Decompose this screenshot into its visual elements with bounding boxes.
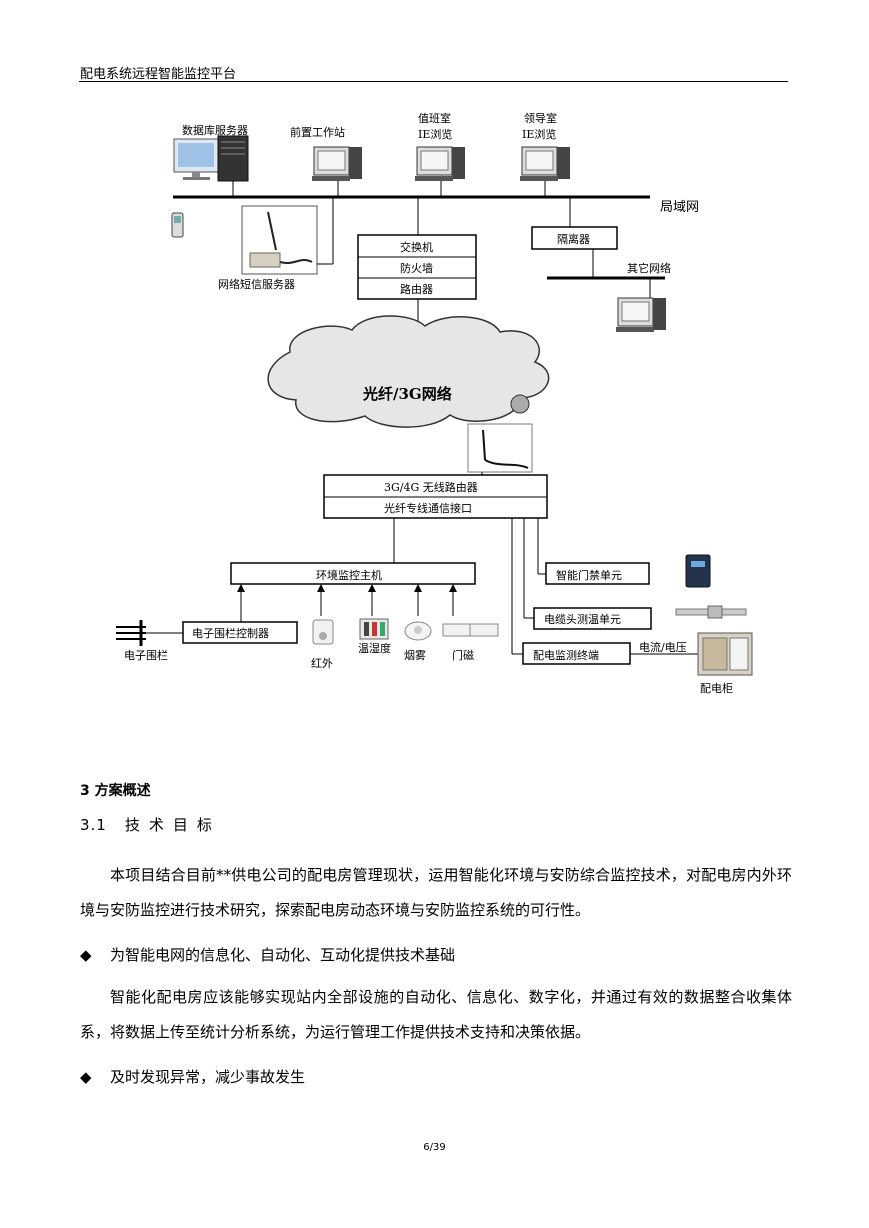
label-infrared: 红外 <box>311 657 333 670</box>
label-fence: 电子围栏 <box>124 648 168 662</box>
label-isolator: 隔离器 <box>557 232 590 246</box>
label-duty-room: 值班室 <box>418 111 451 125</box>
label-duty-ie: IE浏览 <box>418 127 452 141</box>
label-wireless-router: 3G/4G 无线路由器 <box>384 480 478 494</box>
section-3-1-num: 3.1 <box>80 816 107 834</box>
duty-pc-icon <box>415 146 465 181</box>
bullet-1: ◆ 为智能电网的信息化、自动化、互动化提供技术基础 <box>80 944 455 965</box>
cabinet-icon <box>697 632 753 676</box>
bullet-2-text: 及时发现异常，减少事故发生 <box>110 1068 306 1086</box>
smoke-icon <box>404 621 432 641</box>
cloud-shape <box>267 315 550 428</box>
header-rule <box>79 81 788 82</box>
label-cloud: 光纤/3G网络 <box>362 385 452 403</box>
label-cable-temp: 电缆头测温单元 <box>544 613 621 626</box>
label-smoke: 烟雾 <box>404 648 426 662</box>
door-mag-icon <box>442 623 499 637</box>
antenna-icon <box>467 423 533 473</box>
network-diagram: 局域网 数据库服务器 前置工作站 值班室 IE浏览 领导室 IE浏览 <box>116 111 753 695</box>
label-leader-room: 领导室 <box>524 111 557 125</box>
label-current-voltage: 电流/电压 <box>639 640 687 654</box>
label-lan: 局域网 <box>660 200 699 215</box>
section-3-title: 方案概述 <box>94 783 151 799</box>
switch-box <box>357 234 477 300</box>
label-switch: 交换机 <box>400 240 433 254</box>
label-temp-hum: 温湿度 <box>358 641 391 655</box>
label-firewall: 防火墙 <box>400 261 433 275</box>
infrared-icon <box>312 619 334 645</box>
label-db-server: 数据库服务器 <box>182 123 248 137</box>
label-cabinet: 配电柜 <box>700 682 733 695</box>
phone-icon <box>171 212 184 238</box>
bullet-1-text: 为智能电网的信息化、自动化、互动化提供技术基础 <box>110 946 456 964</box>
leader-pc-icon <box>520 146 570 181</box>
cable-sensor-icon <box>675 605 747 619</box>
label-fence-ctrl: 电子围栏控制器 <box>192 626 269 640</box>
section-3-heading: 3 方案概述 <box>80 780 151 800</box>
section-3-num: 3 <box>80 783 90 799</box>
other-pc-icon <box>616 297 666 332</box>
label-fiber-iface: 光纤专线通信接口 <box>384 501 472 515</box>
sms-server-icon <box>241 205 318 275</box>
section-3-1-title: 技术目标 <box>124 816 221 834</box>
bullet-2-mark: ◆ <box>80 1068 92 1086</box>
keypad-icon <box>685 554 711 588</box>
bullet-1-mark: ◆ <box>80 946 92 964</box>
fence-icon <box>116 620 146 646</box>
fence-ctrl-box <box>182 621 298 644</box>
bullet-2: ◆ 及时发现异常，减少事故发生 <box>80 1066 305 1087</box>
page-number: 6/39 <box>423 1142 446 1153</box>
label-other-net: 其它网络 <box>627 261 671 275</box>
label-door-mag: 门磁 <box>452 648 474 662</box>
cable-temp-box <box>533 607 652 630</box>
temp-hum-icon <box>359 618 389 640</box>
section-3-1-heading: 3.1 技术目标 <box>80 814 221 835</box>
globe-icon <box>510 394 530 414</box>
label-env-host: 环境监控主机 <box>316 568 382 582</box>
label-leader-ie: IE浏览 <box>522 127 556 141</box>
access-unit-box <box>545 562 650 585</box>
paragraph-2: 智能化配电房应该能够实现站内全部设施的自动化、信息化、数字化，并通过有效的数据整… <box>80 988 792 1041</box>
paragraph-1: 本项目结合目前**供电公司的配电房管理现状，运用智能化环境与安防综合监控技术，对… <box>80 866 792 919</box>
label-access-unit: 智能门禁单元 <box>556 568 622 582</box>
header-title: 配电系统远程智能监控平台 <box>80 67 237 82</box>
isolator-box <box>531 226 618 250</box>
front-ws-icon <box>312 146 362 181</box>
env-host-box <box>230 562 476 585</box>
label-router: 路由器 <box>400 282 433 296</box>
label-dist-terminal: 配电监测终端 <box>533 648 599 662</box>
db-server-icon <box>173 135 249 182</box>
label-sms-server: 网络短信服务器 <box>218 277 295 291</box>
label-front-ws: 前置工作站 <box>290 125 345 139</box>
